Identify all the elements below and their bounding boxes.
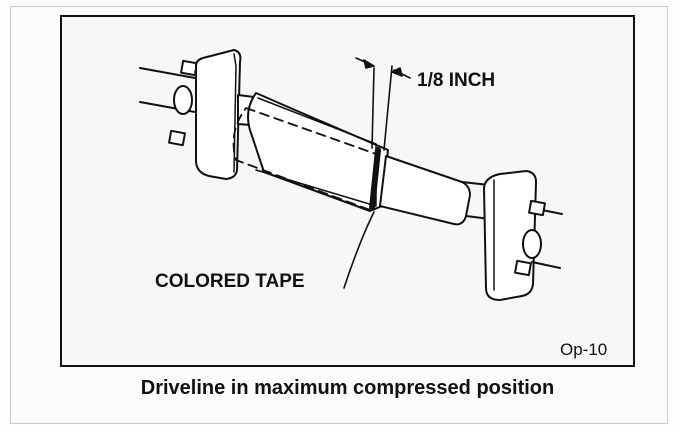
figure-caption: Driveline in maximum compressed position — [140, 377, 555, 399]
left-yoke — [195, 49, 242, 180]
inner-slip-shaft-dashed — [232, 107, 377, 211]
rear-tube — [379, 155, 471, 226]
colored-tape-band — [369, 147, 381, 211]
tape-leader-line — [343, 211, 375, 289]
figure-id: Op-10 — [560, 340, 608, 359]
dimension-label: 1/8 INCH — [417, 70, 496, 91]
colored-tape-label: COLORED TAPE — [155, 271, 305, 292]
driveline-illustration — [139, 49, 563, 301]
dimension-marker — [355, 57, 411, 151]
slip-tube — [247, 92, 389, 212]
right-shaft-stubs — [514, 199, 563, 277]
